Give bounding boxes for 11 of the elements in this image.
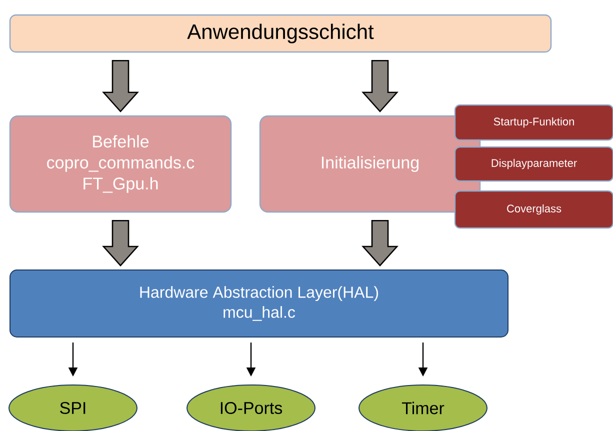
block-arrow (102, 220, 139, 266)
module-box: Initialisierung (259, 115, 481, 213)
parameter-box: Startup-Funktion (454, 104, 613, 141)
block-arrow (362, 220, 398, 266)
module-box: Befehle copro_commands.c FT_Gpu.h (9, 115, 232, 213)
block-arrow (362, 60, 398, 112)
block-arrow (102, 60, 139, 112)
hal-box: Hardware Abstraction Layer(HAL) mcu_hal.c (10, 270, 508, 338)
parameter-box: Displayparameter (454, 146, 613, 182)
layer-box: Anwendungsschicht (9, 14, 552, 53)
parameter-box: Coverglass (454, 190, 613, 229)
